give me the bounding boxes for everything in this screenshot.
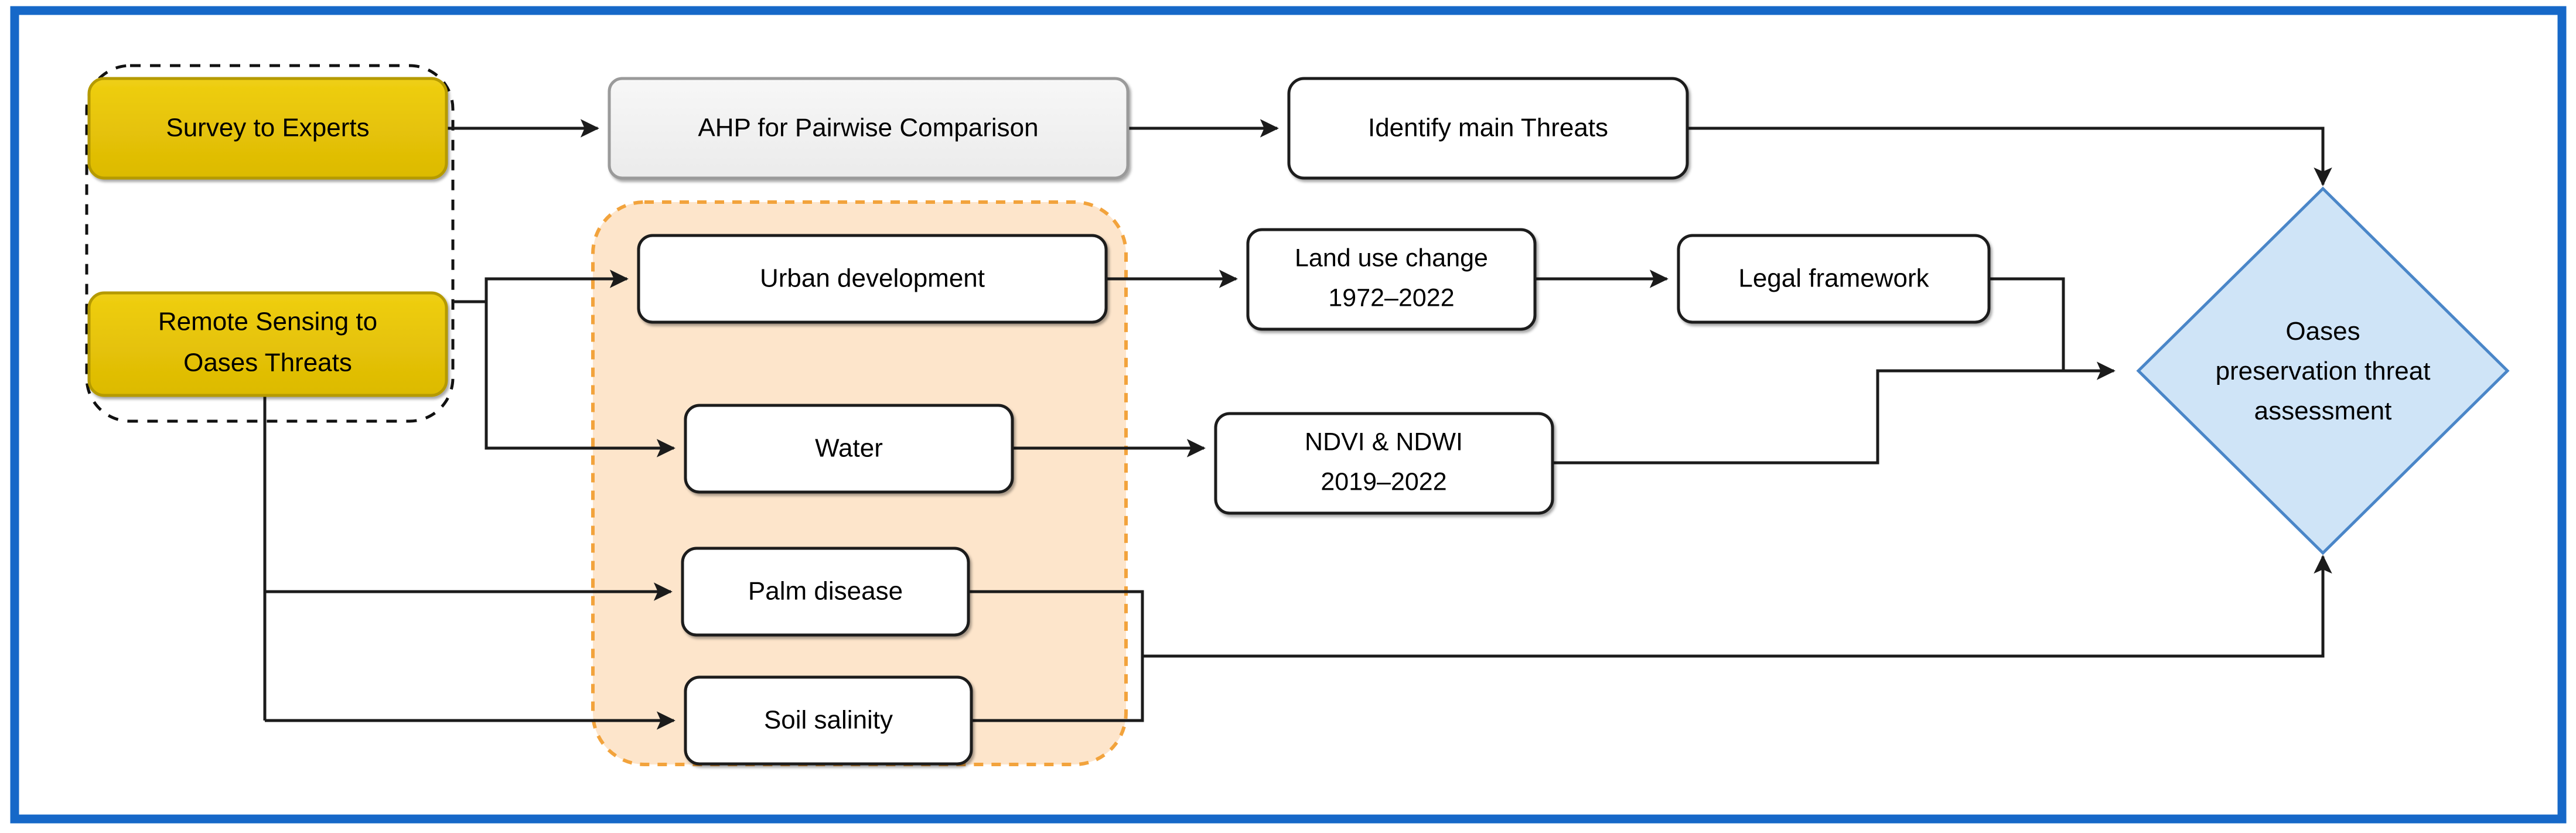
node-remote-sensing[interactable]: Remote Sensing to Oases Threats	[87, 291, 448, 397]
node-identify-main-threats[interactable]: Identify main Threats	[1287, 77, 1689, 180]
node-ndvi-ndwi[interactable]: NDVI & NDWI 2019–2022	[1214, 412, 1554, 515]
assessment-label-line3: assessment	[2254, 397, 2392, 425]
ahp-label: AHP for Pairwise Comparison	[698, 114, 1038, 142]
urban-development-box[interactable]	[637, 234, 1108, 324]
edge-ndvi-ndwi-to-assessment	[1553, 369, 2063, 465]
node-ahp-pairwise-comparison[interactable]: AHP for Pairwise Comparison	[608, 77, 1130, 180]
remote-sensing-label-line2: Oases Threats	[183, 349, 352, 377]
water-box[interactable]	[684, 404, 1014, 494]
assessment-label-line1: Oases	[2285, 317, 2360, 346]
remote-sensing-box[interactable]	[87, 291, 448, 397]
ndvi-ndwi-label-line2: 2019–2022	[1321, 467, 1446, 496]
inputs-dashed-group	[85, 64, 455, 423]
node-soil-salinity[interactable]: Soil salinity	[684, 675, 973, 766]
palm-disease-box[interactable]	[681, 547, 970, 637]
node-land-use-change[interactable]: Land use change 1972–2022	[1246, 228, 1537, 331]
edge-remote-sensing-to-water	[485, 302, 675, 458]
edge-soil-salinity-merge	[971, 656, 1144, 722]
ndvi-ndwi-box[interactable]	[1214, 412, 1554, 515]
urban-development-label: Urban development	[760, 264, 985, 293]
legal-framework-box[interactable]	[1677, 234, 1991, 324]
node-legal-framework[interactable]: Legal framework	[1677, 234, 1991, 324]
node-survey-to-experts[interactable]: Survey to Experts	[87, 77, 448, 180]
remote-sensing-label-line1: Remote Sensing to	[158, 308, 377, 336]
land-use-change-label-line1: Land use change	[1295, 244, 1488, 272]
node-assessment-diamond[interactable]: Oases preservation threat assessment	[2136, 186, 2510, 555]
ahp-box[interactable]	[608, 77, 1130, 180]
identify-threats-label: Identify main Threats	[1368, 114, 1608, 142]
edge-palm-disease-merge	[968, 590, 1144, 656]
legal-framework-label: Legal framework	[1738, 264, 1929, 293]
edge-remote-sensing-to-urban-development	[485, 269, 629, 302]
survey-label: Survey to Experts	[166, 114, 369, 142]
node-water[interactable]: Water	[684, 404, 1014, 494]
edge-legal-framework-to-assessment	[1989, 277, 2116, 380]
node-urban-development[interactable]: Urban development	[637, 234, 1108, 324]
identify-threats-box[interactable]	[1287, 77, 1689, 180]
soil-salinity-label: Soil salinity	[764, 706, 893, 735]
soil-salinity-box[interactable]	[684, 675, 973, 766]
land-use-change-label-line2: 1972–2022	[1328, 284, 1454, 312]
palm-disease-label: Palm disease	[748, 577, 903, 606]
assessment-diamond-shape[interactable]	[2136, 186, 2510, 555]
assessment-label-line2: preservation threat	[2216, 357, 2431, 385]
land-use-change-box[interactable]	[1246, 228, 1537, 331]
ndvi-ndwi-label-line1: NDVI & NDWI	[1305, 428, 1463, 456]
node-palm-disease[interactable]: Palm disease	[681, 547, 970, 637]
edge-threats-merge-to-assessment	[1142, 555, 2332, 658]
survey-box[interactable]	[87, 77, 448, 180]
water-label: Water	[815, 434, 883, 463]
outer-frame	[10, 6, 2567, 824]
edge-identify-threats-to-assessment	[1687, 127, 2332, 186]
